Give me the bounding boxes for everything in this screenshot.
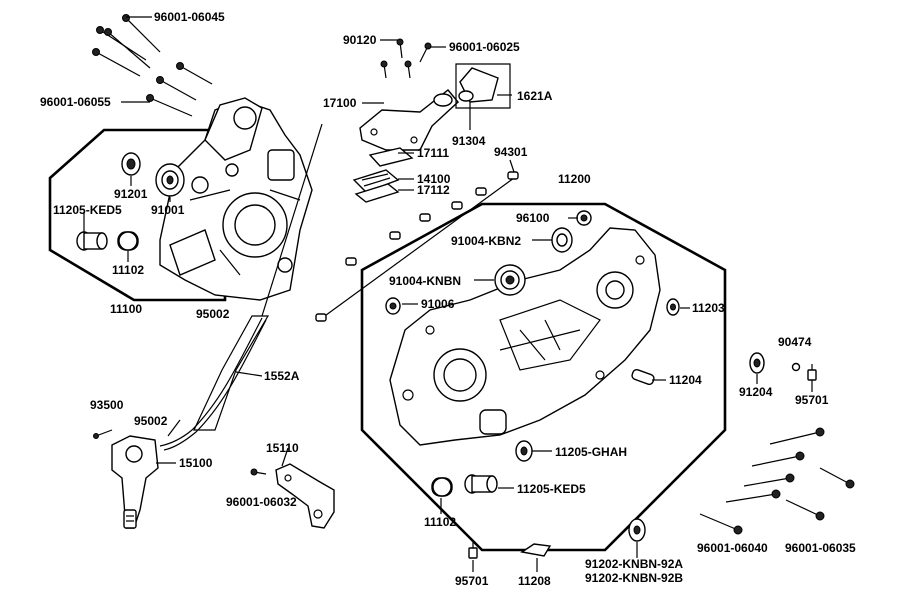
bearing-91004-knbn: [494, 264, 526, 296]
label-11205-ghah: 11205-GHAH: [555, 445, 627, 459]
label-11203: 11203: [692, 301, 725, 315]
label-95002-bottom: 95002: [134, 414, 168, 428]
intake-group: [352, 38, 511, 203]
bolt-96001-06032: [250, 468, 267, 476]
label-95701-bottom: 95701: [455, 574, 489, 588]
label-91001: 91001: [151, 203, 185, 217]
bolts-96001-06045: [92, 14, 161, 77]
label-14100: 14100: [417, 172, 451, 186]
label-11208: 11208: [518, 574, 551, 588]
label-1621A: 1621A: [517, 89, 553, 103]
label-96001-06040: 96001-06040: [697, 541, 768, 555]
right-crankcase-group: [315, 171, 727, 552]
label-11204: 11204: [669, 373, 702, 387]
seal-91006: [385, 297, 401, 315]
label-91204: 91204: [739, 385, 773, 399]
seal-11203: [666, 298, 680, 316]
label-11102-left: 11102: [112, 263, 144, 277]
washer-90474: [791, 362, 801, 372]
seal-91204: [749, 352, 765, 374]
label-17112: 17112: [417, 183, 450, 197]
label-17111: 17111: [417, 146, 449, 160]
left-crankcase-group: [48, 14, 313, 302]
label-95002-top: 95002: [196, 307, 230, 321]
bearing-91004-kbn2: [551, 227, 573, 253]
label-94301: 94301: [494, 145, 528, 159]
leader-95002-top: [261, 123, 323, 317]
left-crankcase-part: [159, 97, 313, 301]
seal-91202: [628, 518, 646, 542]
oil-pump-group: [93, 123, 323, 529]
label-96001-06035: 96001-06035: [785, 541, 856, 555]
left-crankcase-frame: [48, 128, 227, 302]
label-96001-06055: 96001-06055: [40, 95, 111, 109]
label-11200: 11200: [558, 172, 591, 186]
right-small-parts: [468, 352, 855, 559]
label-90474: 90474: [778, 335, 812, 349]
bracket-15110: [275, 463, 335, 529]
label-15100: 15100: [179, 456, 213, 470]
bolts-90120: [396, 38, 404, 59]
bolts-96001-06040: [699, 427, 825, 535]
label-91006: 91006: [421, 297, 455, 311]
oil-hose-1552A: [159, 317, 263, 447]
bolts-96001-06035: [785, 467, 855, 521]
label-91004-kbn2: 91004-KBN2: [451, 234, 521, 248]
clip-11208: [520, 543, 552, 557]
seal-96100: [576, 210, 592, 226]
right-crankcase-part: [389, 227, 661, 446]
bolts-96001-06025: [380, 42, 432, 79]
oil-pump-15100: [111, 435, 159, 529]
bushing-11205-ghah: [515, 440, 533, 462]
screw-93500: [93, 429, 113, 439]
part-labels: 96001-06045 96001-06055 90120 96001-0602…: [40, 10, 856, 588]
label-15110: 15110: [266, 441, 299, 455]
label-91201: 91201: [114, 187, 148, 201]
label-91304: 91304: [452, 134, 486, 148]
label-11205-ked5-left: 11205-KED5: [53, 203, 122, 217]
label-93500: 93500: [90, 398, 124, 412]
bushing-11205-ked5-right: [464, 474, 498, 494]
reed-valve-14100: [352, 169, 400, 193]
label-11205-ked5-right: 11205-KED5: [517, 482, 586, 496]
label-91202-knbn-92a: 91202-KNBN-92A: [585, 557, 683, 571]
right-crankcase-frame: [360, 202, 727, 552]
left-bearing-91201: [121, 152, 141, 176]
bolt-95701-bottom: [468, 542, 478, 559]
label-96001-06045: 96001-06045: [154, 10, 225, 24]
shaft-11204: [631, 368, 655, 386]
intake-manifold-17100: [359, 89, 459, 151]
label-17100: 17100: [323, 96, 357, 110]
label-11102-right: 11102: [424, 515, 456, 529]
bolt-95701-right: [807, 364, 817, 381]
bolts-96001-06055: [146, 62, 213, 117]
label-96001-06032: 96001-06032: [226, 495, 297, 509]
bracket-group: [250, 463, 335, 529]
label-96001-06025: 96001-06025: [449, 40, 520, 54]
label-91004-knbn: 91004-KNBN: [389, 274, 461, 288]
pin-11102-right: [431, 477, 453, 497]
label-90120: 90120: [343, 33, 377, 47]
label-95701-right: 95701: [795, 393, 829, 407]
gasket-17112: [354, 183, 400, 203]
dowel-pins-94301: [315, 171, 519, 322]
leader-lines: [83, 16, 813, 572]
label-11100: 11100: [110, 302, 142, 316]
left-bearing-91001: [155, 163, 185, 197]
left-bushing-11205-ked5: [76, 231, 108, 251]
oil-cap-1621A: [455, 63, 511, 109]
label-1552A: 1552A: [264, 369, 300, 383]
label-96100: 96100: [516, 211, 550, 225]
left-pin-11102: [117, 231, 139, 251]
label-91202-knbn-92b: 91202-KNBN-92B: [585, 571, 683, 585]
